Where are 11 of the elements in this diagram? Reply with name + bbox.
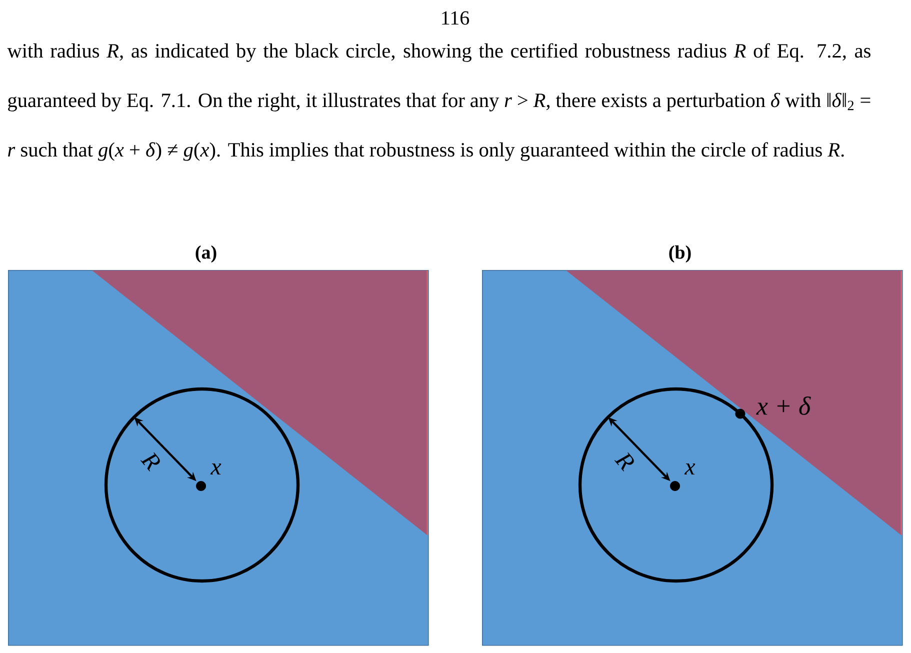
circle (578, 387, 774, 583)
paragraph: with radius R, as indicated by the black circle, showing the certified robustness radius R of Eq. 7.2, as guaranteed by Eq. 7.1. On the right, it illustrates that for any r > R, there exists a perturbation δ with ‖δ‖$_{2}$ = r such that g(x + δ) ≠ g(x). This implies that robustness is only guaranteed within the circle of radius R. (7, 43, 870, 161)
edge-label: R (613, 449, 638, 474)
panel-heading: (a) (196, 245, 216, 263)
point-label: x (684, 464, 696, 474)
circle (104, 387, 300, 583)
point-label: x (210, 464, 222, 474)
page-number: 116 (442, 11, 470, 25)
point-label: x + δ (756, 396, 811, 415)
panel-heading: (b) (669, 245, 691, 263)
edge-label: R (139, 449, 164, 474)
